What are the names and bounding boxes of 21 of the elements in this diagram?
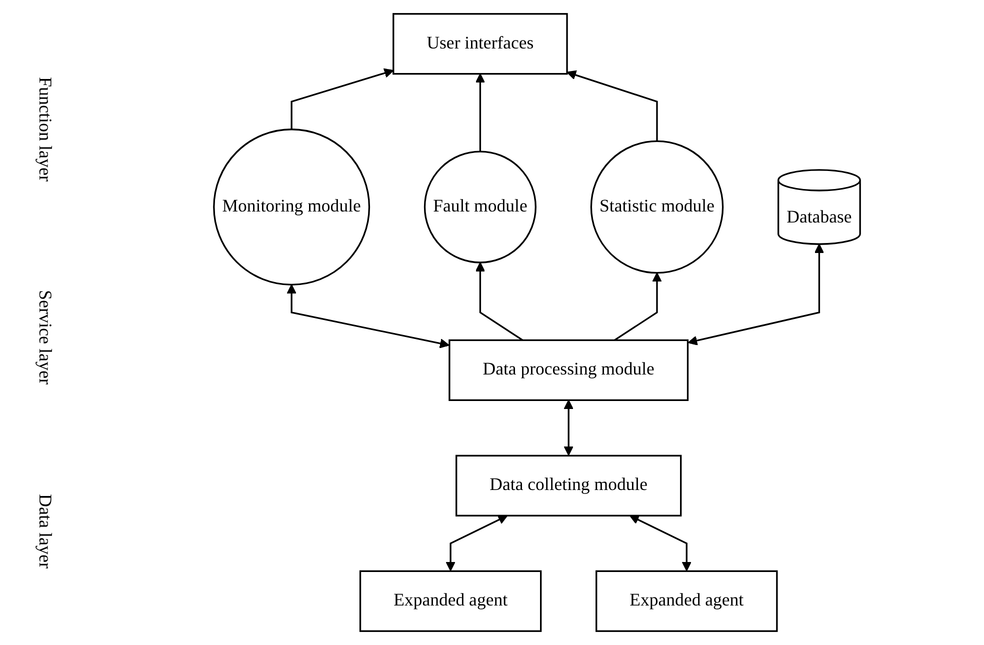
node-circle: Monitoring module [213,128,370,286]
node-circle: Fault module [424,150,536,264]
node-box: Data colleting module [456,454,682,516]
node-box: User interfaces [392,13,568,75]
arrow [475,73,486,152]
arrow [290,68,394,130]
arrow [446,515,508,572]
node-box: Expanded agent [596,570,778,632]
arrow [286,284,450,348]
layer-label: Service layer [34,290,56,385]
arrow [475,262,524,341]
node-box: Data processing module [448,339,689,401]
layer-label: Data layer [34,494,56,568]
arrow [688,244,824,346]
arrow [614,272,662,341]
layer-label: Function layer [34,76,56,182]
arrow [629,515,692,572]
arrow [564,400,574,456]
node-box: Expanded agent [359,570,542,632]
arrow [566,70,658,142]
node-circle: Statistic module [590,140,724,274]
